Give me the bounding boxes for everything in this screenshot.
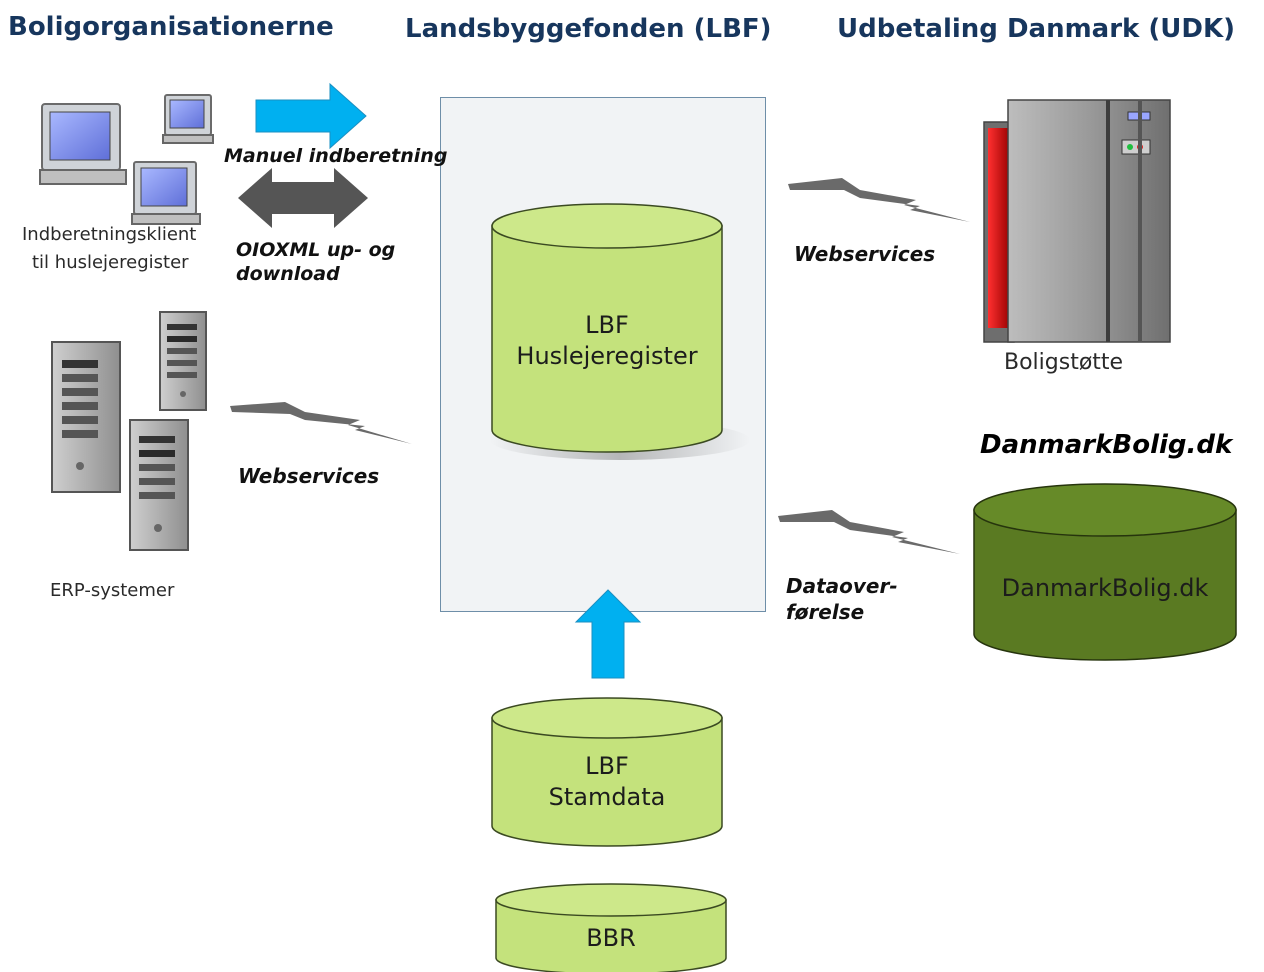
huslejeregister-database-icon xyxy=(490,203,750,460)
client-caption-line1: Indberetningsklient xyxy=(22,224,197,245)
bbr-label: BBR xyxy=(586,924,636,952)
erp-server-icon-1 xyxy=(51,341,121,493)
stamdata-label: LBF Stamdata xyxy=(492,751,722,813)
oioxml-label-line1: OIOXML up- og xyxy=(236,239,396,261)
webservices-left-label: Webservices xyxy=(238,464,380,488)
oioxml-double-arrow-icon xyxy=(238,168,368,228)
manual-arrow-icon xyxy=(255,82,367,150)
client-computer-icon-1 xyxy=(39,103,127,185)
webservices-right-bolt-icon xyxy=(788,178,970,222)
erp-caption: ERP-systemer xyxy=(50,580,175,601)
client-computer-icon-2 xyxy=(162,94,214,144)
heading-landsbyggefonden: Landsbyggefonden (LBF) xyxy=(405,14,772,44)
erp-server-icon-3 xyxy=(129,419,189,551)
client-computer-icon-3 xyxy=(131,161,201,225)
dataoverforelse-label-line1: Dataover- xyxy=(786,574,898,598)
heading-boligorganisationerne: Boligorganisationerne xyxy=(8,12,334,42)
manual-indberetning-label: Manuel indberetning xyxy=(224,145,448,167)
erp-server-icon-2 xyxy=(159,311,207,411)
huslejeregister-label-line2: Huslejeregister xyxy=(516,342,698,370)
webservices-left-bolt-icon xyxy=(230,402,412,444)
dataoverforelse-bolt-icon xyxy=(778,510,960,554)
huslejeregister-label: LBF Huslejeregister xyxy=(492,310,722,372)
client-caption-line2: til huslejeregister xyxy=(32,252,189,273)
danmarkbolig-db-label: DanmarkBolig.dk xyxy=(1001,574,1209,602)
stamdata-up-arrow-icon xyxy=(574,589,642,679)
oioxml-label-line2: download xyxy=(236,263,340,285)
boligstotte-server-icon xyxy=(983,99,1171,343)
dataoverforelse-label-line2: førelse xyxy=(786,600,865,624)
stamdata-database-icon xyxy=(491,697,723,847)
stamdata-label-line1: LBF xyxy=(585,752,629,780)
huslejeregister-label-line1: LBF xyxy=(585,311,629,339)
danmarkbolig-title: DanmarkBolig.dk xyxy=(980,430,1233,460)
boligstotte-caption: Boligstøtte xyxy=(1004,350,1124,375)
danmarkbolig-database-icon xyxy=(973,483,1237,661)
webservices-right-label: Webservices xyxy=(794,242,936,266)
heading-udbetaling-danmark: Udbetaling Danmark (UDK) xyxy=(837,14,1235,44)
stamdata-label-line2: Stamdata xyxy=(548,783,666,811)
bbr-database-icon xyxy=(495,883,727,972)
